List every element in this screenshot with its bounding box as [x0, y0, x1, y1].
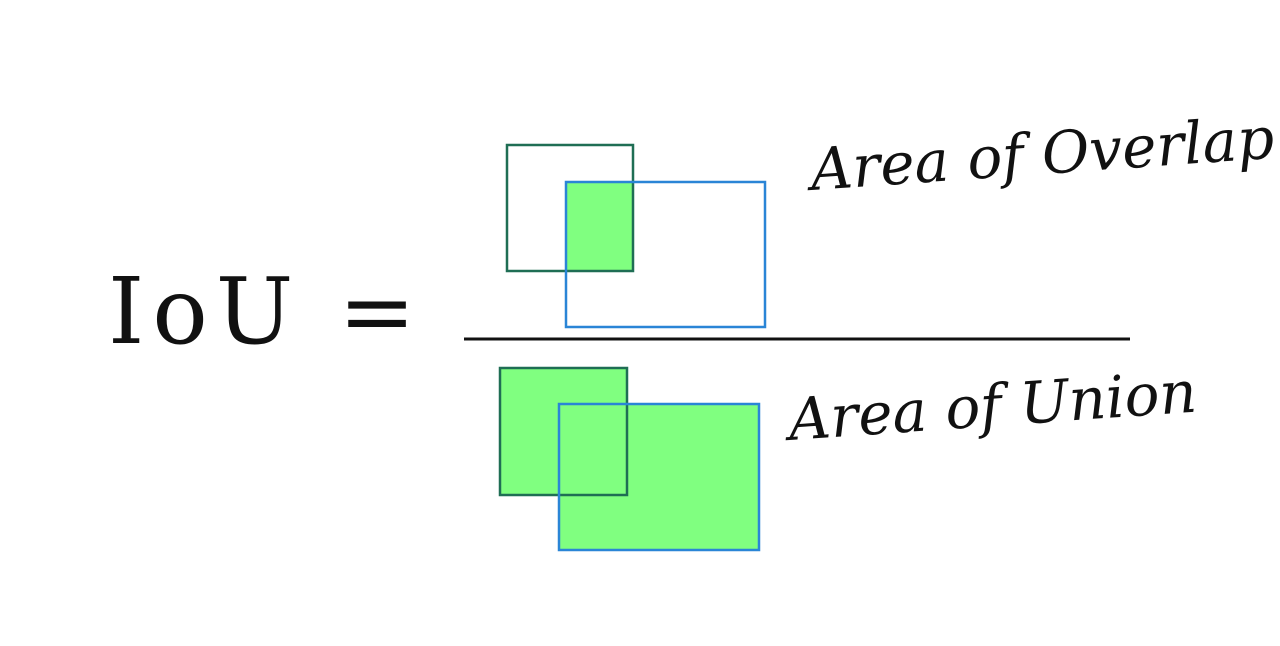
- union-illustration: [498, 366, 761, 552]
- union-box-a-outline: [498, 366, 629, 497]
- union-box-b-outline: [557, 402, 761, 552]
- box-a-outline: [505, 143, 635, 273]
- box-b-outline: [564, 180, 767, 329]
- overlap-fill: [566, 182, 633, 271]
- iou-label: IoU =: [108, 258, 424, 365]
- overlap-label: Area of Overlap: [803, 104, 1276, 205]
- union-fill-b: [559, 404, 759, 550]
- union-label: Area of Union: [781, 358, 1199, 455]
- overlap-illustration: [505, 143, 767, 329]
